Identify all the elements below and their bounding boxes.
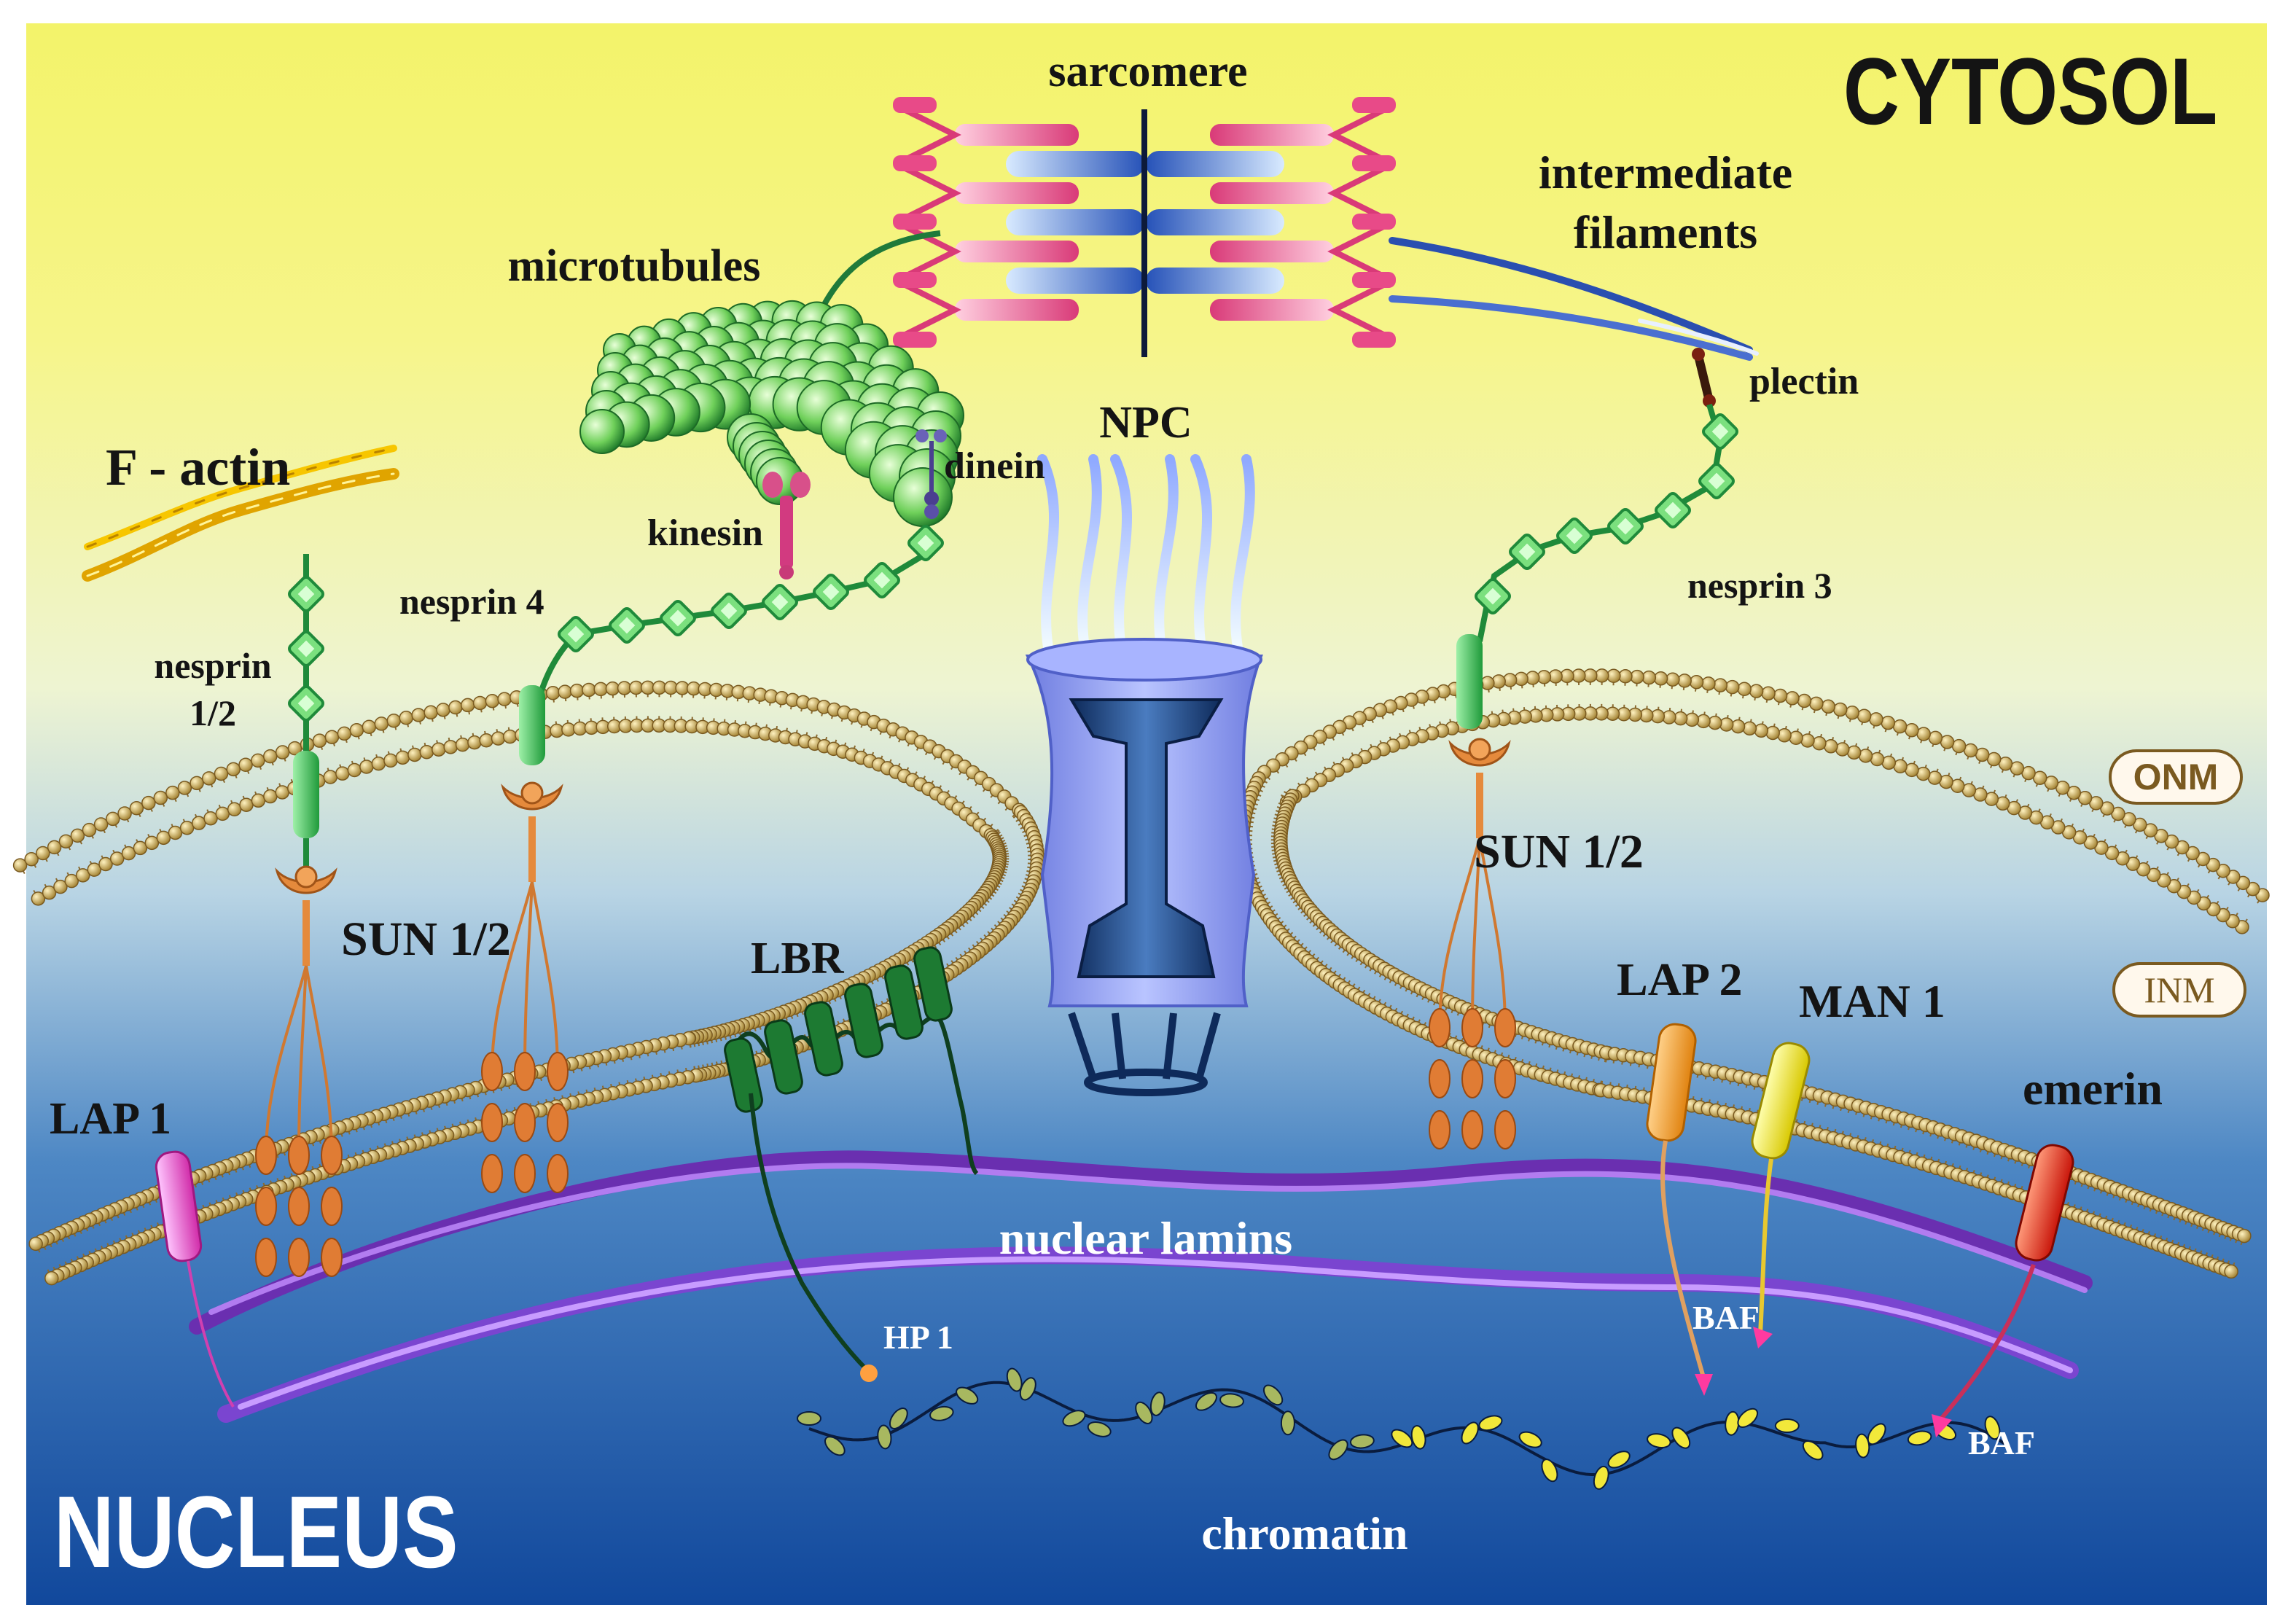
kinesin-label: kinesin [647,512,763,554]
f-actin [82,445,399,582]
nuclear-lamins [189,1150,2093,1423]
onm-label: ONM [2133,757,2219,797]
lamins-label: nuclear lamins [999,1212,1292,1264]
inm-badge: INM [2112,962,2246,1018]
chromatin-label: chromatin [1201,1507,1407,1559]
hp1-label: HP 1 [883,1319,953,1356]
intermediate-label-2: filaments [1574,206,1757,258]
sun-protein-left-a [255,865,343,1277]
sun-left-label: SUN 1/2 [341,913,511,966]
man1-label: MAN 1 [1799,975,1945,1027]
baf-marker-2 [1753,1327,1773,1348]
lap1-protein [155,1150,235,1408]
nesprin12-label-b: 1/2 [190,692,236,733]
lap1-label: LAP 1 [50,1094,171,1144]
dinein-motor [915,429,947,519]
emerin-protein [1937,1144,2074,1423]
nesprin-4 [519,525,944,765]
nesprin-1-2 [288,554,324,875]
sarcomere-link [813,230,941,322]
sun-right-label: SUN 1/2 [1474,825,1644,878]
cytosol-title: CYTOSOL [1843,39,2217,144]
baf-marker-3 [1932,1414,1952,1437]
nesprin12-label-a: nesprin [154,645,271,686]
sarcomere-thick-filaments [1006,151,1284,294]
emerin-label: emerin [2023,1063,2163,1114]
baf-label-1: BAF [1692,1299,1760,1336]
nesprin3-label: nesprin 3 [1687,565,1832,606]
nesprin4-label: nesprin 4 [399,581,544,622]
onm-badge: ONM [2109,749,2243,805]
nucleus-title: NUCLEUS [54,1475,458,1589]
baf-label-2: BAF [1968,1424,2035,1461]
lap2-label: LAP 2 [1617,953,1742,1005]
chromatin-fiber [797,1367,2006,1490]
man1-protein [1751,1042,1811,1335]
microtubule [579,300,964,527]
intermediate-filaments [1389,237,1759,361]
inm-label: INM [2144,969,2214,1010]
npc-cytoplasmic-filaments [1037,454,1255,661]
kinesin-motor [762,472,811,579]
intermediate-label-1: intermediate [1539,147,1792,198]
nuclear-pore-complex [1025,454,1263,1096]
plectin [1692,348,1716,407]
sarcomere [893,97,1396,357]
lbr-protein [724,946,979,1382]
npc-label: NPC [1099,398,1192,448]
sarcomere-thin-filaments [893,97,1396,348]
lap2-protein [1646,1023,1708,1386]
dinein-label: dinein [944,445,1045,487]
microtubules-label: microtubules [508,241,761,291]
baf-marker-1 [1695,1374,1713,1396]
sarcomere-label: sarcomere [1048,47,1247,96]
f-actin-label: F - actin [106,438,290,496]
nesprin-3 [1456,403,1738,729]
lbr-label: LBR [751,934,845,983]
plectin-label: plectin [1749,361,1859,402]
sun-protein-left-b [481,781,569,1193]
sun-protein-right [1429,738,1516,1149]
